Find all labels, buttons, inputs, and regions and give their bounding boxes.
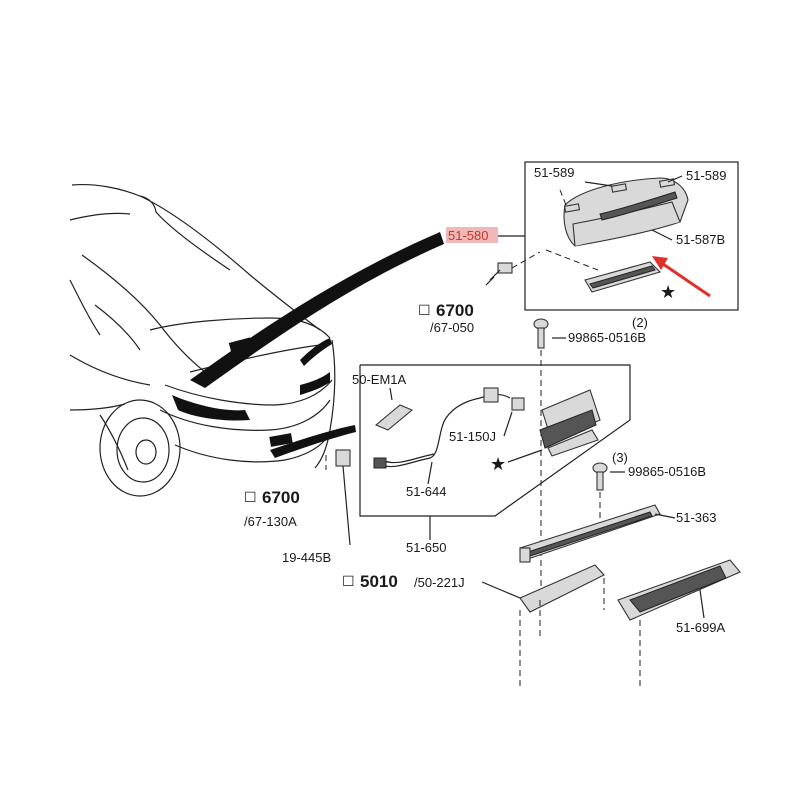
screw-top-qty: (2) (632, 315, 648, 330)
label-51-580: 51-580 (448, 228, 488, 243)
plate-part (519, 564, 605, 613)
star-icon: ★ (660, 282, 676, 302)
ref-6700-left: 6700 (262, 488, 300, 507)
label-51-587b: 51-587B (676, 232, 725, 247)
label-51-699a: 51-699A (676, 620, 725, 635)
highlight-box (446, 227, 498, 243)
ref-5010: 5010 (360, 572, 398, 591)
screw-top (533, 318, 549, 349)
cover-part (617, 559, 741, 621)
grommet-part (485, 262, 513, 286)
star-icon: ★ (490, 454, 506, 474)
label-19-445b: 19-445B (282, 550, 331, 565)
screw-middle (592, 462, 608, 491)
reference-icon: ☐ (244, 489, 257, 505)
high-mount-lamp-detail (563, 177, 689, 293)
label-51-644: 51-644 (406, 484, 446, 499)
label-51-150j: 51-150J (449, 429, 496, 444)
label-50-em1a: 50-EM1A (352, 372, 407, 387)
ref-67-130a: /67-130A (244, 514, 297, 529)
car-illustration (69, 183, 444, 497)
reference-icon: ☐ (342, 573, 355, 589)
ref-50-221j: /50-221J (414, 575, 465, 590)
label-51-650: 51-650 (406, 540, 446, 555)
label-51-363: 51-363 (676, 510, 716, 525)
assembly-frame (359, 364, 631, 517)
arrow-head-icon (652, 256, 668, 270)
screw-top-part: 99865-0516B (568, 330, 646, 345)
screw-mid-qty: (3) (612, 450, 628, 465)
ref-6700-top: 6700 (436, 301, 474, 320)
wire-harness (373, 387, 525, 469)
reference-icon: ☐ (418, 302, 431, 318)
lamp-unit (539, 389, 601, 457)
label-51-589-right: 51-589 (686, 168, 726, 183)
label-51-589-left: 51-589 (534, 165, 574, 180)
highlight-arrow (659, 260, 711, 298)
connector-part (335, 449, 351, 546)
screw-mid-part: 99865-0516B (628, 464, 706, 479)
pad-part (374, 404, 414, 431)
ref-67-050: /67-050 (430, 320, 474, 335)
bracket-part (519, 504, 661, 563)
